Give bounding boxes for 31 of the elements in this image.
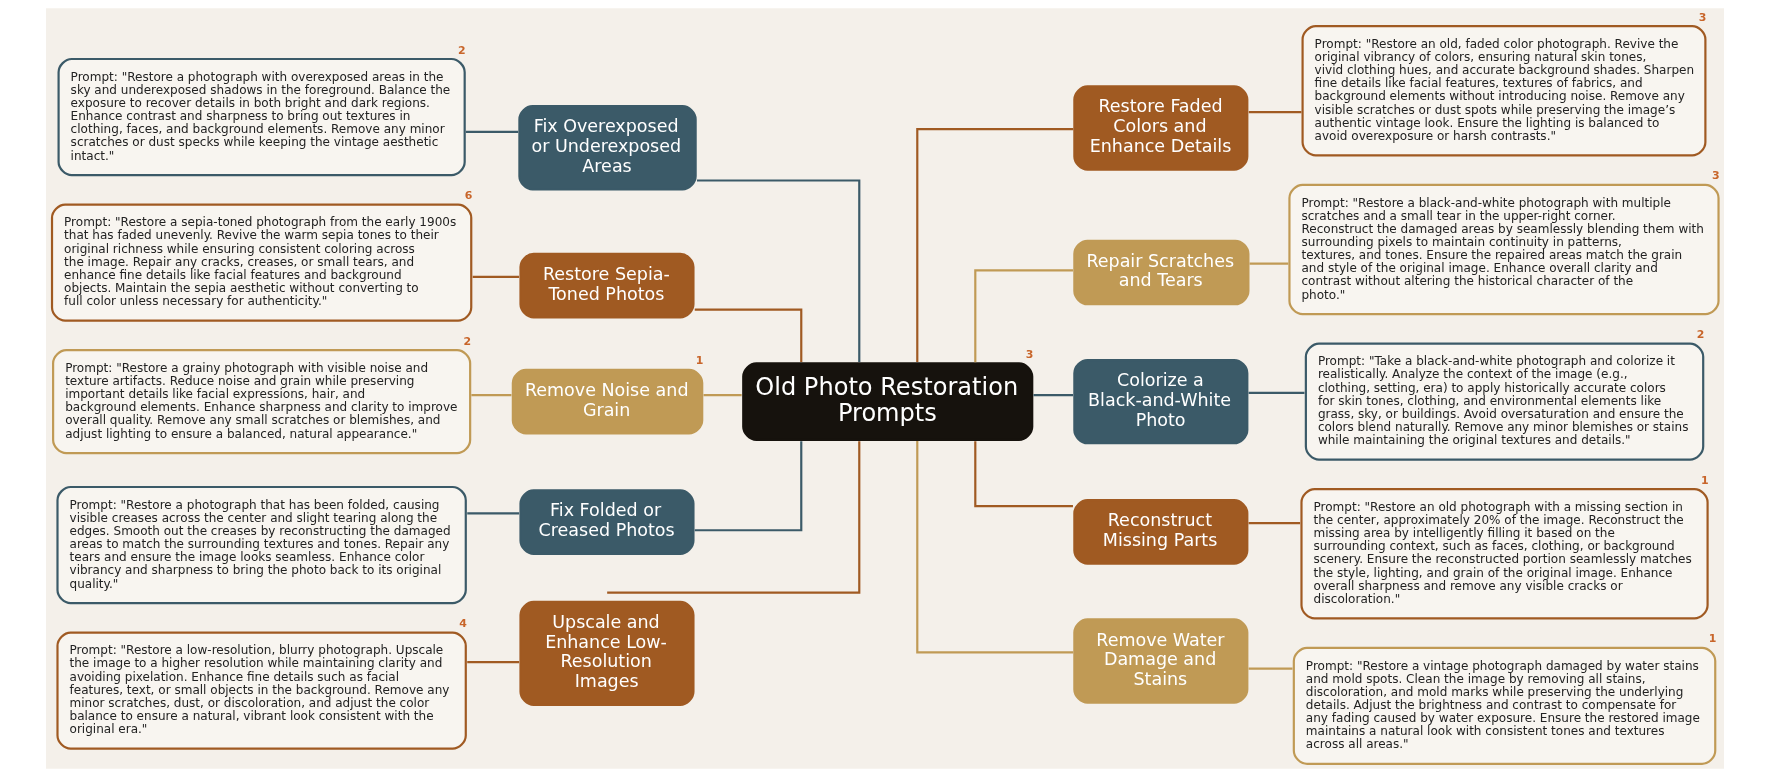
connector — [916, 128, 1074, 362]
connector — [1249, 262, 1289, 265]
node-label: 1 — [1701, 473, 1709, 487]
connector — [471, 393, 512, 397]
node-label: 4 — [459, 617, 467, 631]
connector — [697, 179, 861, 363]
node-label: 1 — [1708, 632, 1717, 646]
connector — [1248, 667, 1293, 670]
connector — [467, 512, 520, 515]
connector — [467, 661, 520, 664]
node-label: 6 — [464, 189, 473, 203]
connector — [916, 441, 1074, 654]
connector — [974, 441, 1073, 508]
node-label: 2 — [463, 334, 472, 348]
node-label: 1 — [695, 354, 704, 368]
connector — [1033, 393, 1073, 397]
node-label: 3 — [1025, 347, 1034, 361]
connector — [1248, 111, 1302, 114]
node-label: 2 — [1696, 328, 1705, 342]
connector — [694, 308, 803, 363]
node-label: 2 — [458, 43, 466, 57]
connector — [1248, 391, 1305, 394]
node-label: 3 — [1698, 10, 1707, 24]
node-label: 3 — [1711, 169, 1720, 183]
connector — [1248, 522, 1301, 525]
connector — [694, 441, 803, 532]
connector — [465, 130, 519, 133]
connector — [472, 275, 520, 278]
connector — [607, 441, 861, 594]
connector — [974, 269, 1073, 363]
connector — [703, 393, 742, 397]
